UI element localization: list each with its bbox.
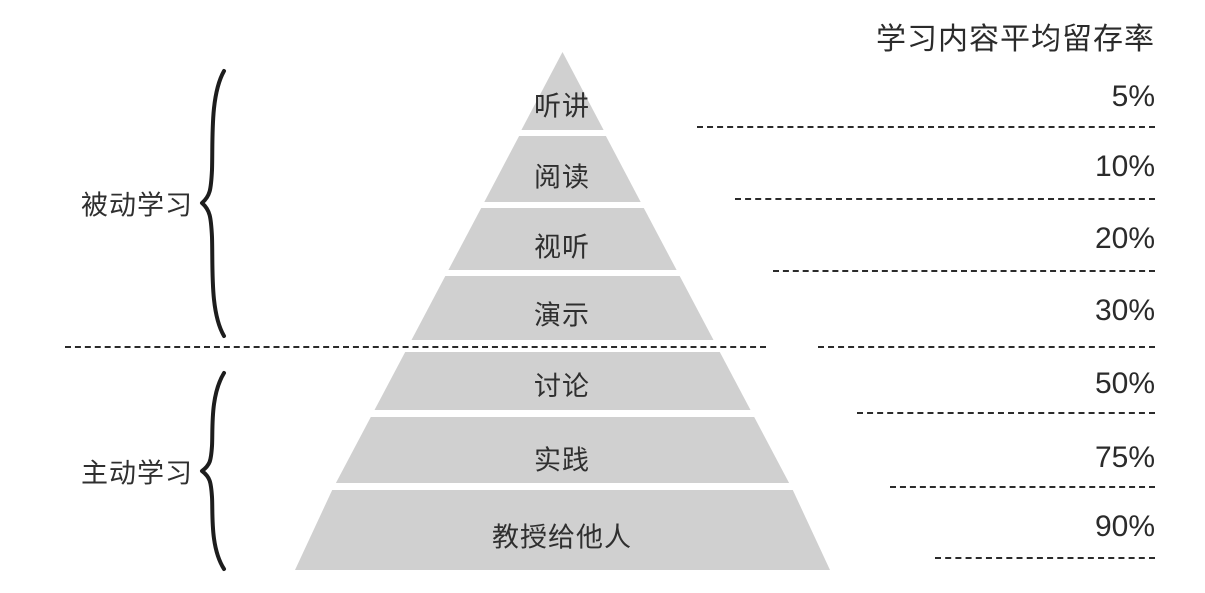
percent-value-5: 50% <box>1094 367 1155 400</box>
leader-line-2 <box>735 198 1155 200</box>
passive-active-divider <box>65 346 766 348</box>
leader-line-6 <box>890 486 1155 488</box>
pyramid-label-2: 阅读 <box>534 162 590 193</box>
retention-column-title: 学习内容平均留存率 <box>876 23 1155 56</box>
percent-value-1: 5% <box>1111 80 1155 113</box>
percent-value-2: 10% <box>1094 150 1155 183</box>
group-label-passive: 被动学习 <box>81 190 193 221</box>
pyramid-label-4: 演示 <box>534 300 590 331</box>
pyramid-layer-6 <box>335 417 790 483</box>
leader-line-5 <box>857 412 1155 414</box>
pyramid-label-5: 讨论 <box>534 371 590 402</box>
leader-line-3 <box>773 270 1155 272</box>
pyramid-layer-5 <box>374 352 751 410</box>
pyramid-layer-4 <box>411 276 714 340</box>
pyramid-label-6: 实践 <box>534 445 590 476</box>
pyramid-layer-1 <box>521 52 604 130</box>
leader-line-4 <box>818 346 1155 348</box>
leader-line-1 <box>697 126 1155 128</box>
pyramid-layer-3 <box>448 208 677 270</box>
brace-active-icon <box>200 371 226 571</box>
pyramid-label-1: 听讲 <box>534 91 590 122</box>
percent-value-6: 75% <box>1094 441 1155 474</box>
group-label-active: 主动学习 <box>81 458 193 489</box>
pyramid-layer-7 <box>295 490 830 570</box>
leader-line-7 <box>935 557 1155 559</box>
percent-value-3: 20% <box>1094 222 1155 255</box>
percent-value-7: 90% <box>1094 510 1155 543</box>
pyramid-layer-2 <box>484 136 641 202</box>
pyramid-label-7: 教授给他人 <box>492 522 632 553</box>
percent-value-4: 30% <box>1094 294 1155 327</box>
pyramid-label-3: 视听 <box>534 232 590 263</box>
brace-passive-icon <box>200 69 226 338</box>
